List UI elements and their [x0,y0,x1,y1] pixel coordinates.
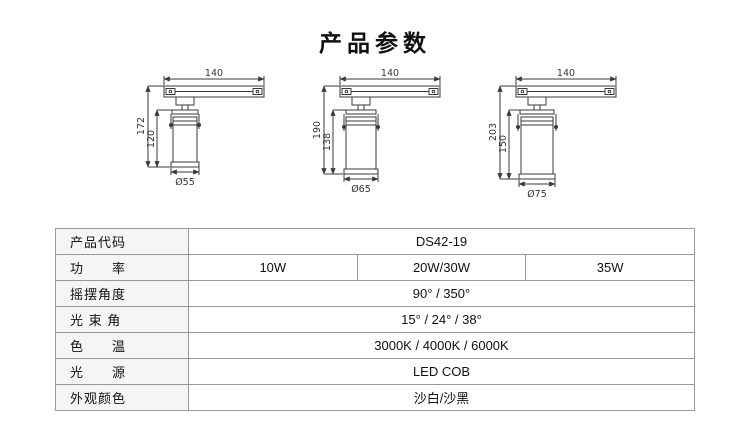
lamp-head [516,96,558,180]
spec-value: DS42-19 [188,228,695,255]
spec-value: 15° / 24° / 38° [188,306,695,333]
product-drawing-large: 140 [488,68,617,200]
product-drawing-small: 140 [136,68,265,188]
spec-value: 20W/30W [356,254,527,281]
track-rail [163,85,265,98]
track-rail [515,85,617,98]
dim-diameter: Ø55 [170,167,200,188]
spec-value: 90° / 350° [188,280,695,307]
dim-diameter: Ø65 [343,174,379,195]
lamp-head [342,96,380,175]
table-row-light-source: 光 源 LED COB [55,358,695,385]
dim-label-body-height: 120 [146,130,157,148]
product-drawing-medium: 140 [312,68,441,195]
spec-value: 3000K / 4000K / 6000K [188,332,695,359]
spec-table: 产品代码 DS42-19 功 率 10W 20W/30W 35W 摇摆角度 90… [55,228,695,411]
dim-label-diameter: Ø75 [527,189,547,200]
dim-label-track-width: 140 [557,68,575,79]
dim-track-width: 140 [515,68,617,85]
dim-body-height: 150 [498,109,520,180]
spec-label: 光 源 [55,358,189,385]
table-row-color-temperature: 色 温 3000K / 4000K / 6000K [55,332,695,359]
spec-label: 摇摆角度 [55,280,189,307]
table-row-swing-angle: 摇摆角度 90° / 350° [55,280,695,307]
dim-overall-height: 190 [312,85,343,175]
dim-label-track-width: 140 [381,68,399,79]
table-row-appearance-color: 外观颜色 沙白/沙黑 [55,384,695,411]
spec-value: 10W [188,254,358,281]
dim-body-height: 120 [146,109,172,168]
dim-track-width: 140 [163,68,265,85]
drawings-row: 140 [0,68,750,214]
spec-label: 功 率 [55,254,189,281]
spec-label: 色 温 [55,332,189,359]
table-row-product-code: 产品代码 DS42-19 [55,228,695,255]
lamp-head [169,96,201,168]
table-row-power: 功 率 10W 20W/30W 35W [55,254,695,281]
spec-value: 35W [525,254,695,281]
spec-label: 产品代码 [55,228,189,255]
dim-label-overall-height: 172 [136,117,147,135]
spec-value: 沙白/沙黑 [188,384,695,411]
spec-value: LED COB [188,358,695,385]
table-row-beam-angle: 光 束 角 15° / 24° / 38° [55,306,695,333]
dim-diameter: Ø75 [518,179,556,200]
track-rail [339,85,441,98]
dim-track-width: 140 [339,68,441,85]
dim-overall-height: 172 [136,85,170,168]
dim-label-overall-height: 203 [488,123,499,141]
spec-label: 外观颜色 [55,384,189,411]
dim-body-height: 138 [322,109,346,175]
page-title: 产品参数 [319,30,431,56]
dim-label-diameter: Ø55 [175,177,195,188]
dim-overall-height: 203 [488,85,518,180]
spec-label: 光 束 角 [55,306,189,333]
dim-label-body-height: 138 [322,133,333,151]
dim-label-diameter: Ø65 [351,184,371,195]
dim-label-overall-height: 190 [312,121,323,139]
dim-label-track-width: 140 [205,68,223,79]
dim-label-body-height: 150 [498,135,509,153]
